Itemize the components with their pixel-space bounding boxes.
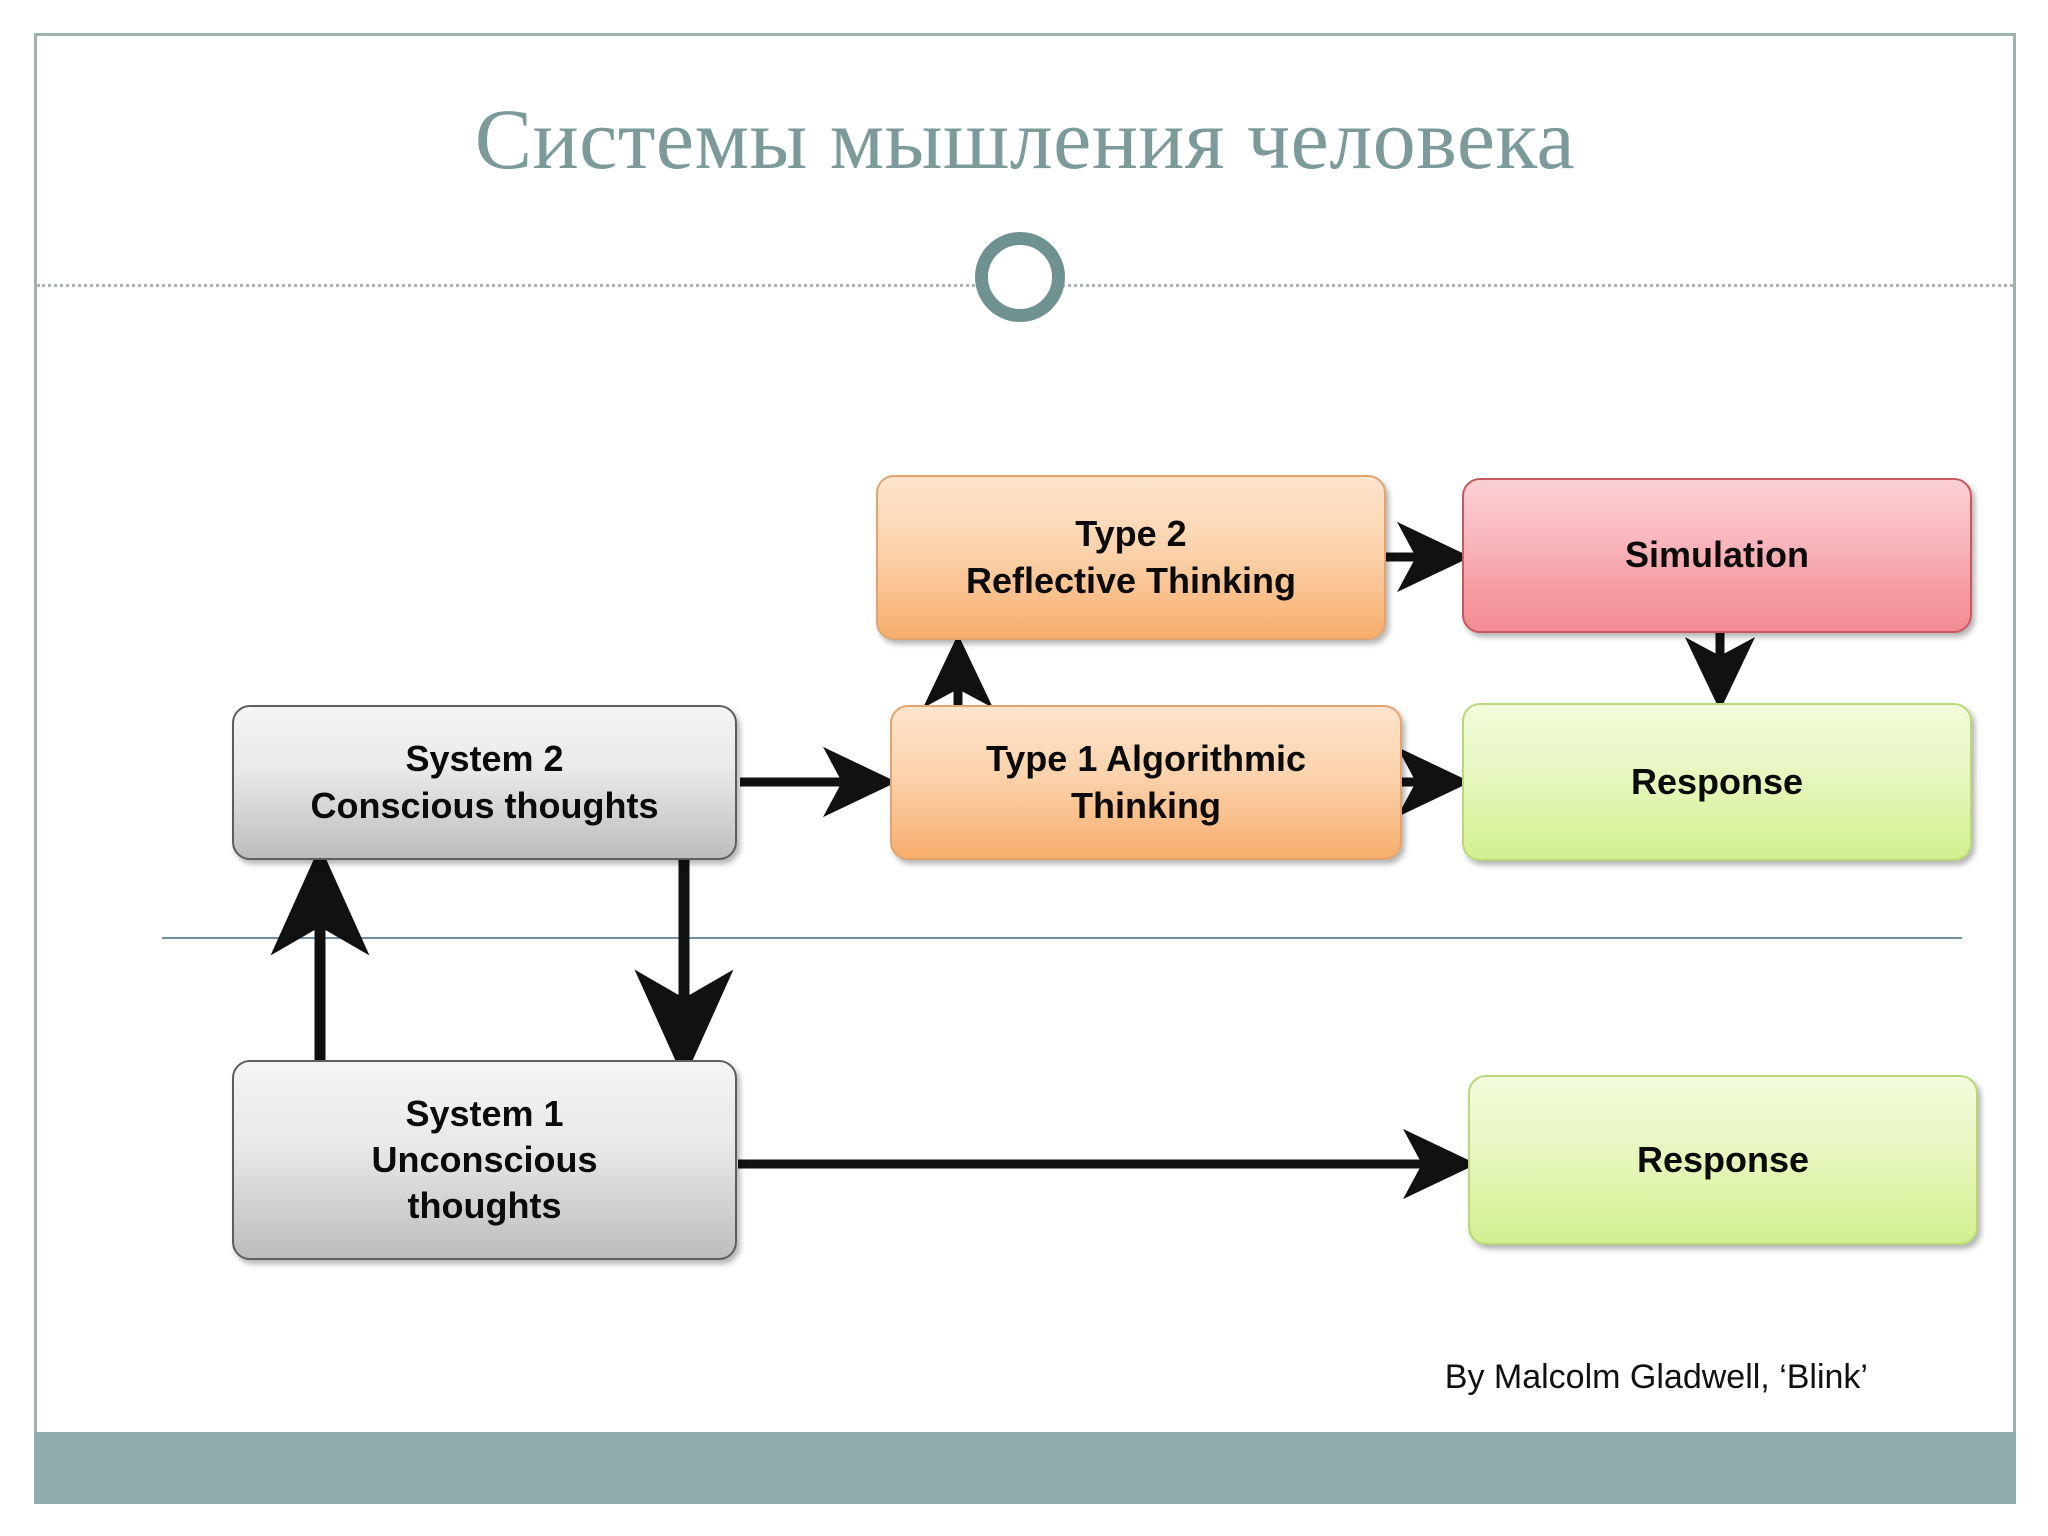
node-response-top-label: Response	[1630, 760, 1804, 802]
node-system2-text: System 2 Conscious thoughts	[311, 736, 659, 828]
node-system2-line2: Conscious thoughts	[310, 784, 659, 826]
node-response-bottom[interactable]: Response	[1468, 1075, 1978, 1245]
node-system2-line1: System 2	[405, 738, 564, 780]
node-system1-line2: Unconscious	[371, 1138, 598, 1180]
node-system1-unconscious-thoughts[interactable]: System 1 Unconscious thoughts	[232, 1060, 737, 1260]
node-simulation-label: Simulation	[1624, 534, 1809, 576]
page-title: Системы мышления человека	[474, 91, 1576, 187]
node-type1-algorithmic-thinking[interactable]: Type 1 Algorithmic Thinking	[890, 705, 1402, 860]
node-type2-line2: Reflective Thinking	[965, 559, 1297, 601]
node-system1-line3: thoughts	[407, 1185, 562, 1227]
node-system2-conscious-thoughts[interactable]: System 2 Conscious thoughts	[232, 705, 737, 860]
node-response-top[interactable]: Response	[1462, 703, 1972, 861]
node-response-bottom-label: Response	[1636, 1138, 1810, 1180]
node-type2-reflective-thinking[interactable]: Type 2 Reflective Thinking	[876, 475, 1386, 640]
frame-right-border	[2013, 33, 2016, 1433]
node-type1-line1: Type 1 Algorithmic	[985, 738, 1307, 780]
source-credit: By Malcolm Gladwell, ‘Blink’	[1444, 1358, 1868, 1396]
frame-top-border	[34, 33, 2016, 36]
node-simulation[interactable]: Simulation	[1462, 478, 1972, 633]
frame-left-border	[34, 33, 37, 1433]
node-type1-text: Type 1 Algorithmic Thinking	[986, 736, 1306, 828]
node-type1-line2: Thinking	[1071, 784, 1221, 826]
node-system1-text: System 1 Unconscious thoughts	[371, 1091, 597, 1229]
node-type2-text: Type 2 Reflective Thinking	[966, 511, 1296, 603]
conscious-unconscious-divider	[162, 937, 1962, 939]
node-system1-line1: System 1	[405, 1092, 564, 1134]
footer-bar	[34, 1432, 2016, 1504]
node-type2-line1: Type 2	[1075, 513, 1187, 555]
